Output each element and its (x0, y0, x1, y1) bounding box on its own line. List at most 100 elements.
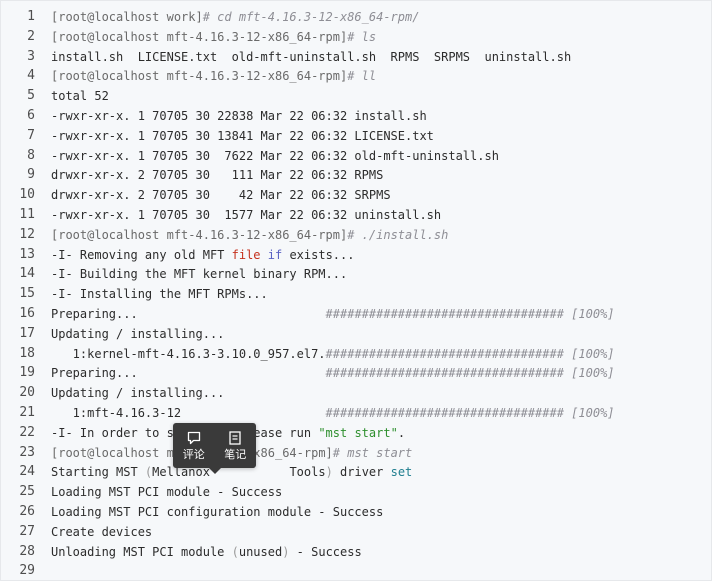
code-token: 1:kernel-mft-4.16.3-3.10.0_957.el7. (51, 346, 326, 361)
code-token: Create devices (51, 524, 153, 539)
code-token: total 52 (51, 89, 109, 104)
code-token: Updating / installing... (51, 326, 225, 341)
code-token: Mellanox (152, 465, 218, 480)
code-token: if (267, 247, 283, 262)
line-number: 22 (19, 424, 35, 440)
line-number: 10 (19, 187, 35, 203)
line-number: 2 (27, 28, 35, 44)
code-line: -rwxr-xr-x. 1 70705 30 7622 Mar 22 06:32… (51, 146, 499, 166)
code-token: Preparing... (51, 307, 326, 321)
code-token: # ls (347, 29, 377, 44)
code-token: [root@localhost mft-4.16.3-12-x86_64-rpm… (51, 227, 348, 242)
note-label: 笔记 (224, 447, 247, 461)
comment-button[interactable]: 评论 (176, 426, 212, 466)
code-token: ( (144, 465, 153, 480)
line-number: 6 (27, 108, 35, 123)
code-token: exists... (282, 247, 355, 262)
code-line: Preparing... ###########################… (51, 363, 615, 383)
code-token: [root@localhost mft-4.16.3-12-x86_64-rpm… (51, 69, 348, 84)
line-number: 28 (19, 543, 35, 559)
code-token: Starting MST (51, 465, 145, 480)
code-line: install.sh LICENSE.txt old-mft-uninstall… (51, 47, 571, 67)
code-token: -rwxr-xr-x. 1 70705 30 22838 Mar 22 06:3… (51, 109, 427, 123)
line-number: 20 (19, 385, 35, 401)
code-token: -I- Installing the MFT RPMs... (51, 287, 268, 302)
code-line: -rwxr-xr-x. 1 70705 30 13841 Mar 22 06:3… (51, 126, 434, 146)
code-token: file (231, 247, 261, 262)
code-token: Tools (289, 465, 326, 480)
code-token: install.sh LICENSE.txt old-mft-uninstall… (51, 49, 572, 64)
code-line: drwxr-xr-x. 2 70705 30 111 Mar 22 06:32 … (51, 165, 383, 185)
code-token: [root@localhost mf (51, 445, 182, 460)
note-button[interactable]: 笔记 (217, 426, 253, 466)
code-token: drwxr-xr-x. 2 70705 30 111 Mar 22 06:32 … (51, 168, 384, 183)
line-number: 27 (19, 523, 35, 539)
code-line: -I- Installing the MFT RPMs... (51, 284, 268, 304)
code-token: driver (332, 465, 391, 480)
line-number: 3 (27, 48, 35, 64)
code-line: 1:mft-4.16.3-12 ########################… (51, 403, 615, 423)
code-token: [root@localhost mft-4.16.3-12-x86_64-rpm… (51, 29, 348, 44)
code-line: -rwxr-xr-x. 1 70705 30 1577 Mar 22 06:32… (51, 205, 441, 225)
line-number: 17 (19, 325, 35, 341)
line-number: 12 (19, 226, 35, 242)
line-number: 29 (19, 563, 35, 579)
code-token: Loading MST PCI module - Success (51, 485, 283, 500)
line-number: 5 (27, 88, 35, 104)
note-icon (229, 430, 241, 445)
code-token: ) (282, 544, 290, 559)
code-token: ################################# [100%] (325, 346, 615, 361)
line-number: 25 (19, 484, 35, 500)
code-line: [root@localhost work]# cd mft-4.16.3-12-… (51, 7, 419, 27)
code-line: Create devices (51, 522, 152, 542)
code-line: 1:kernel-mft-4.16.3-3.10.0_957.el7.#####… (51, 344, 615, 364)
code-token: ################################# [100%] (325, 366, 615, 381)
code-token: -rwxr-xr-x. 1 70705 30 13841 Mar 22 06:3… (51, 128, 434, 143)
code-line: Loading MST PCI configuration module - S… (51, 502, 383, 522)
line-number: 24 (19, 464, 35, 480)
code-token: Unloading MST PCI module (51, 544, 232, 559)
code-token: unused (238, 544, 283, 559)
popup-caret (209, 468, 221, 474)
code-token: -I- Removing any old MFT (51, 247, 232, 262)
line-number: 14 (19, 266, 35, 282)
code-token: . (397, 425, 406, 440)
selection-toolbar-popup: 评论 笔记 (173, 423, 256, 468)
code-line: Loading MST PCI module - Success (51, 482, 282, 502)
line-number: 8 (27, 147, 35, 163)
code-token: ease run (253, 425, 319, 440)
code-token: # ll (347, 69, 377, 84)
code-token: # ./install.sh (347, 227, 449, 242)
code-token: - Success (289, 544, 362, 559)
code-token: "mst start" (318, 425, 398, 440)
line-number: 15 (19, 286, 35, 302)
line-number: 21 (19, 405, 35, 420)
code-line: [root@localhost mft-4.16.3-12-x86_64-rpm… (51, 66, 376, 86)
code-token (261, 248, 268, 262)
code-line: [root@localhost mft-4.16.3-12-x86_64-rpm… (51, 27, 376, 47)
code-line: -rwxr-xr-x. 1 70705 30 22838 Mar 22 06:3… (51, 106, 427, 126)
code-token: drwxr-xr-x. 2 70705 30 42 Mar 22 06:32 S… (51, 188, 391, 203)
code-line: Preparing... ###########################… (51, 304, 615, 324)
code-line: drwxr-xr-x. 2 70705 30 42 Mar 22 06:32 S… (51, 185, 391, 205)
code-line: -I- Building the MFT kernel binary RPM..… (51, 264, 347, 284)
code-token: ################################# [100%] (325, 406, 615, 420)
code-line: Unloading MST PCI module (unused) - Succ… (51, 542, 362, 562)
code-token: [root@localhost work] (51, 10, 203, 24)
code-token: -rwxr-xr-x. 1 70705 30 7622 Mar 22 06:32… (51, 148, 499, 163)
code-line: Starting MST (Mellanox Tools) driver set (51, 462, 412, 482)
code-token: x86_64-rpm] (253, 445, 333, 460)
code-token: # mst start (332, 445, 413, 460)
line-number: 18 (19, 345, 35, 361)
line-number: 16 (19, 306, 35, 321)
code-line: total 52 (51, 86, 109, 106)
code-token: -I- In order to st (51, 425, 182, 440)
line-number: 23 (19, 444, 35, 460)
code-line: -I- Removing any old MFT file if exists.… (51, 245, 354, 265)
code-token: ) (325, 465, 333, 480)
line-number: 19 (19, 365, 35, 381)
code-line: Updating / installing... (51, 383, 224, 403)
line-number: 26 (19, 504, 35, 519)
code-token: ( (231, 544, 239, 559)
